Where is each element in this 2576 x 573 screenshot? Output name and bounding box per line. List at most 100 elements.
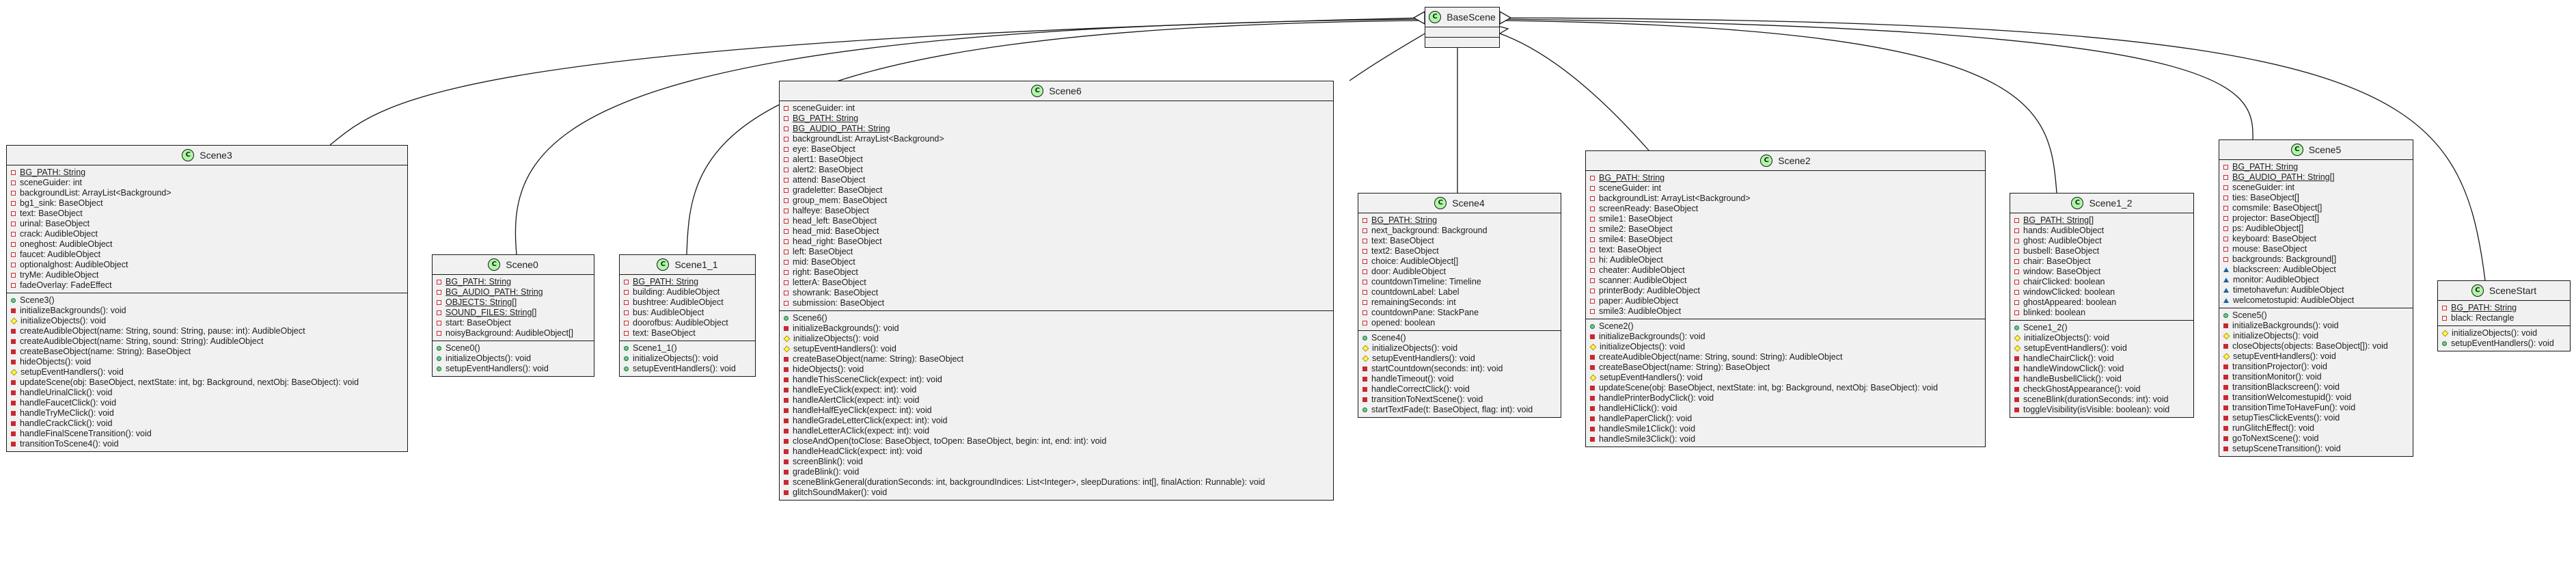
- private-visibility-icon: [784, 270, 789, 275]
- class-field: OBJECTS: String[]: [437, 297, 590, 308]
- private-visibility-icon: [1362, 397, 1367, 402]
- class-name: Scene3: [200, 149, 232, 161]
- private-visibility-icon: [1362, 280, 1367, 284]
- field-signature: mid: BaseObject: [793, 257, 855, 267]
- class-stereotype-icon: C: [1434, 197, 1447, 209]
- class-field: BG_PATH: String: [1590, 173, 1981, 183]
- private-visibility-icon: [1590, 365, 1595, 370]
- field-signature: group_mem: BaseObject: [793, 196, 888, 205]
- edge-scene5-basescene: [1499, 18, 2253, 140]
- methods-section: [1425, 37, 1499, 47]
- field-signature: window: BaseObject: [2023, 267, 2101, 276]
- method-signature: setupSceneTransition(): void: [2232, 444, 2341, 453]
- class-method: handleFinalSceneTransition(): void: [11, 429, 403, 439]
- private-visibility-icon: [437, 310, 441, 315]
- private-visibility-icon: [784, 449, 789, 454]
- method-signature: initializeBackgrounds(): void: [20, 306, 126, 315]
- class-method: updateScene(obj: BaseObject, nextState: …: [11, 377, 403, 388]
- private-visibility-icon: [784, 168, 789, 172]
- private-visibility-icon: [11, 308, 16, 313]
- field-signature: sceneGuider: int: [1599, 183, 1662, 193]
- class-method: initializeObjects(): void: [1589, 342, 1981, 352]
- private-visibility-icon: [1590, 406, 1595, 411]
- field-signature: doorofbus: AudibleObject: [633, 318, 728, 328]
- private-visibility-icon: [2223, 344, 2228, 349]
- class-method: handleThisSceneClick(expect: int): void: [784, 375, 1329, 385]
- private-visibility-icon: [437, 280, 441, 284]
- class-stereotype-icon: C: [488, 258, 501, 271]
- private-visibility-icon: [11, 242, 16, 247]
- class-method: sceneBlinkGeneral(durationSeconds: int, …: [784, 477, 1329, 488]
- class-method: setupEventHandlers(): void: [2223, 351, 2409, 362]
- method-signature: handleTimeout(): void: [1371, 374, 1454, 384]
- class-method: setupTiesClickEvents(): void: [2223, 413, 2409, 423]
- private-visibility-icon: [624, 280, 629, 284]
- private-visibility-icon: [11, 380, 16, 385]
- class-stereotype-icon: C: [2471, 284, 2484, 297]
- method-signature: Scene6(): [793, 313, 827, 323]
- private-visibility-icon: [1362, 239, 1367, 243]
- private-visibility-icon: [784, 260, 789, 265]
- private-visibility-icon: [1362, 321, 1367, 325]
- class-method: initializeObjects(): void: [1362, 343, 1557, 354]
- field-signature: sceneGuider: int: [793, 103, 855, 113]
- private-visibility-icon: [11, 181, 16, 185]
- private-visibility-icon: [784, 188, 789, 193]
- class-method: goToNextScene(): void: [2223, 434, 2409, 444]
- method-signature: createBaseObject(name: String): BaseObje…: [20, 347, 191, 356]
- class-field: busbell: BaseObject: [2014, 246, 2189, 256]
- method-signature: updateScene(obj: BaseObject, nextState: …: [20, 377, 359, 387]
- private-visibility-icon: [784, 377, 789, 382]
- method-signature: setupEventHandlers(): void: [1372, 354, 1475, 363]
- private-visibility-icon: [784, 178, 789, 183]
- private-visibility-icon: [784, 326, 789, 331]
- class-field: BG_AUDIO_PATH: String: [784, 124, 1329, 134]
- private-visibility-icon: [2223, 364, 2228, 369]
- private-visibility-icon: [1362, 367, 1367, 371]
- private-visibility-icon: [784, 291, 789, 295]
- class-field: text: BaseObject: [624, 328, 751, 338]
- private-visibility-icon: [11, 252, 16, 257]
- class-field: smile1: BaseObject: [1590, 214, 1981, 224]
- field-signature: backgroundList: ArrayList<Background>: [20, 188, 172, 198]
- private-visibility-icon: [2014, 408, 2019, 412]
- class-method: handleHeadClick(expect: int): void: [784, 447, 1329, 457]
- class-field: hi: AudibleObject: [1590, 255, 1981, 265]
- private-visibility-icon: [784, 250, 789, 254]
- private-visibility-icon: [784, 126, 789, 131]
- class-method: handleWindowClick(): void: [2014, 364, 2189, 374]
- class-field: right: BaseObject: [784, 267, 1329, 278]
- private-visibility-icon: [784, 229, 789, 234]
- class-method: handleHalfEyeClick(expect: int): void: [784, 405, 1329, 416]
- private-visibility-icon: [784, 357, 789, 362]
- class-field: text: BaseObject: [11, 209, 403, 219]
- class-method: closeObjects(objects: BaseObject[]): voi…: [2223, 341, 2409, 351]
- method-signature: closeAndOpen(toClose: BaseObject, toOpen…: [793, 436, 1107, 446]
- class-method: Scene3(): [11, 295, 403, 306]
- class-field: SOUND_FILES: String[]: [437, 308, 590, 318]
- class-method: handleSmile1Click(): void: [1590, 424, 1981, 434]
- private-visibility-icon: [2014, 356, 2019, 361]
- class-method: handleUrinalClick(): void: [11, 388, 403, 398]
- field-signature: left: BaseObject: [793, 247, 853, 256]
- method-signature: initializeObjects(): void: [20, 316, 107, 325]
- class-method: createBaseObject(name: String): BaseObje…: [11, 347, 403, 357]
- class-field: next_background: Background: [1362, 226, 1557, 236]
- field-signature: printerBody: AudibleObject: [1599, 286, 1701, 295]
